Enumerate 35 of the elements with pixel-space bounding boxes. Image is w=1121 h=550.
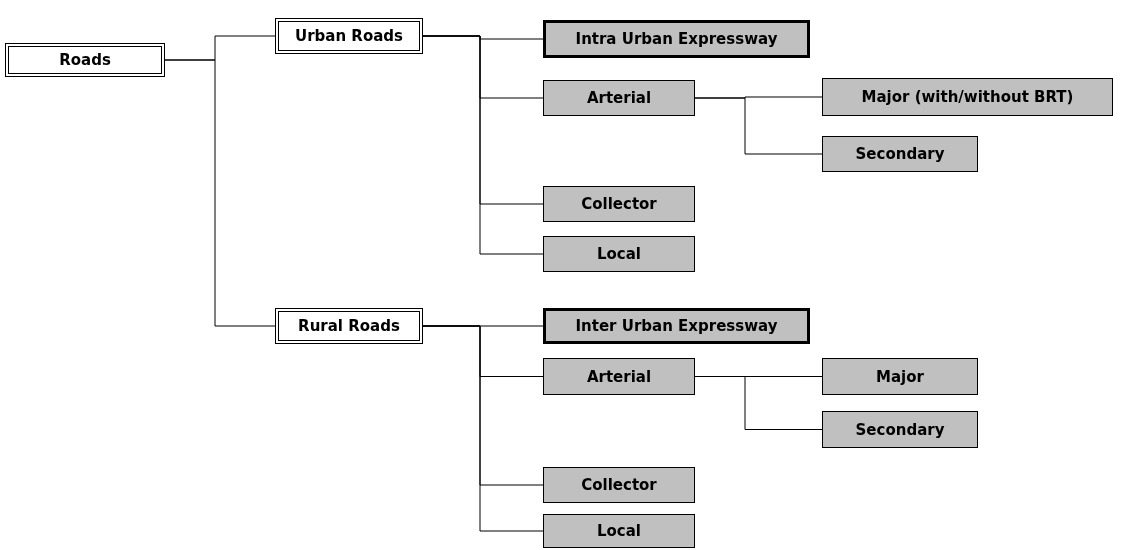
category-box [822, 411, 978, 448]
category-label: Secondary [855, 145, 945, 163]
category-box [543, 236, 695, 272]
category-label: Urban Roads [295, 27, 403, 45]
category-box [5, 43, 165, 77]
category-label: Rural Roads [298, 317, 400, 335]
category-box [543, 20, 810, 58]
category-box [822, 358, 978, 395]
category-box [822, 136, 978, 172]
category-label: Local [597, 245, 641, 263]
category-box [275, 18, 423, 54]
category-label: Arterial [586, 367, 652, 386]
category-box [275, 308, 423, 344]
category-label: Local [597, 522, 641, 540]
category-label: Collector [581, 195, 657, 213]
category-box [543, 514, 695, 548]
category-box [543, 358, 695, 395]
category-box [543, 80, 695, 116]
category-label: Arterial [586, 89, 652, 107]
connector-line [164, 59, 276, 327]
category-label: Collector [581, 476, 657, 494]
category-box [822, 78, 1113, 116]
category-box [543, 186, 695, 222]
category-box [543, 467, 695, 503]
connector-line [694, 376, 823, 430]
category-label: Intra Urban Expressway [575, 30, 778, 48]
connector-line [694, 97, 823, 155]
category-box [543, 308, 810, 344]
category-label: Roads [59, 51, 111, 69]
category-label: Major [876, 367, 924, 386]
category-label: Major (with/without BRT) [861, 88, 1074, 106]
category-label: Inter Urban Expressway [575, 317, 778, 335]
category-label: Secondary [855, 420, 945, 439]
connector-line [422, 35, 544, 255]
connector-line [422, 325, 544, 532]
